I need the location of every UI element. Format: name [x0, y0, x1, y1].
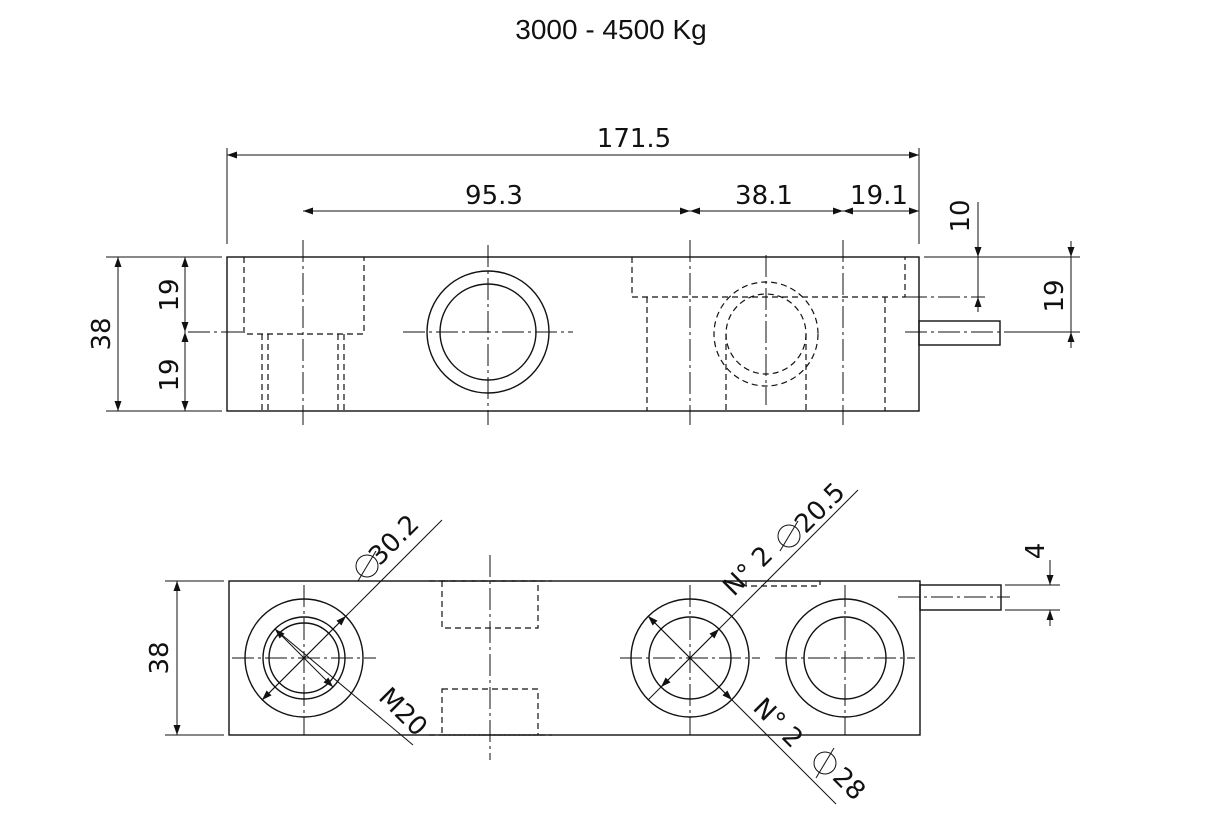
dim-height-side: 38 [87, 317, 117, 350]
dim-cable-offset: 10 [946, 199, 976, 232]
plan-view: 38 4 30.2 M20 N° 2 20.5 N° 2 28 [145, 477, 1060, 807]
callout-qty-b: N° 2 [747, 692, 809, 754]
dim-end-spacing: 19.1 [850, 181, 908, 211]
callout-thread: M20 [372, 682, 432, 742]
dim-half-upper: 19 [155, 278, 185, 311]
dim-half-lower: 19 [155, 358, 185, 391]
side-cable [918, 320, 1001, 346]
dim-cable-height: 19 [1040, 279, 1070, 312]
dim-cable-plan-offset: 4 [1021, 543, 1051, 560]
dim-overall-length: 171.5 [597, 124, 671, 154]
callout-qty-a: N° 2 [717, 540, 779, 602]
dim-height-plan: 38 [145, 641, 175, 674]
dim-hole-spacing: 95.3 [465, 181, 523, 211]
callout-big-hole-dia: 30.2 [363, 509, 425, 571]
side-view: 171.5 95.3 38.1 19.1 10 38 19 19 19 [87, 124, 1080, 425]
diameter-symbol-bottom [813, 747, 837, 779]
dim-mid-spacing: 38.1 [735, 181, 793, 211]
diameter-symbol-left [355, 550, 379, 582]
drawing-title: 3000 - 4500 Kg [515, 14, 707, 45]
plan-body-outline [228, 580, 921, 736]
callout-hole-b-dia: 28 [826, 762, 871, 807]
diameter-symbol-mid [777, 520, 801, 552]
left-counterbore [243, 257, 365, 335]
right-pocket [631, 257, 906, 298]
